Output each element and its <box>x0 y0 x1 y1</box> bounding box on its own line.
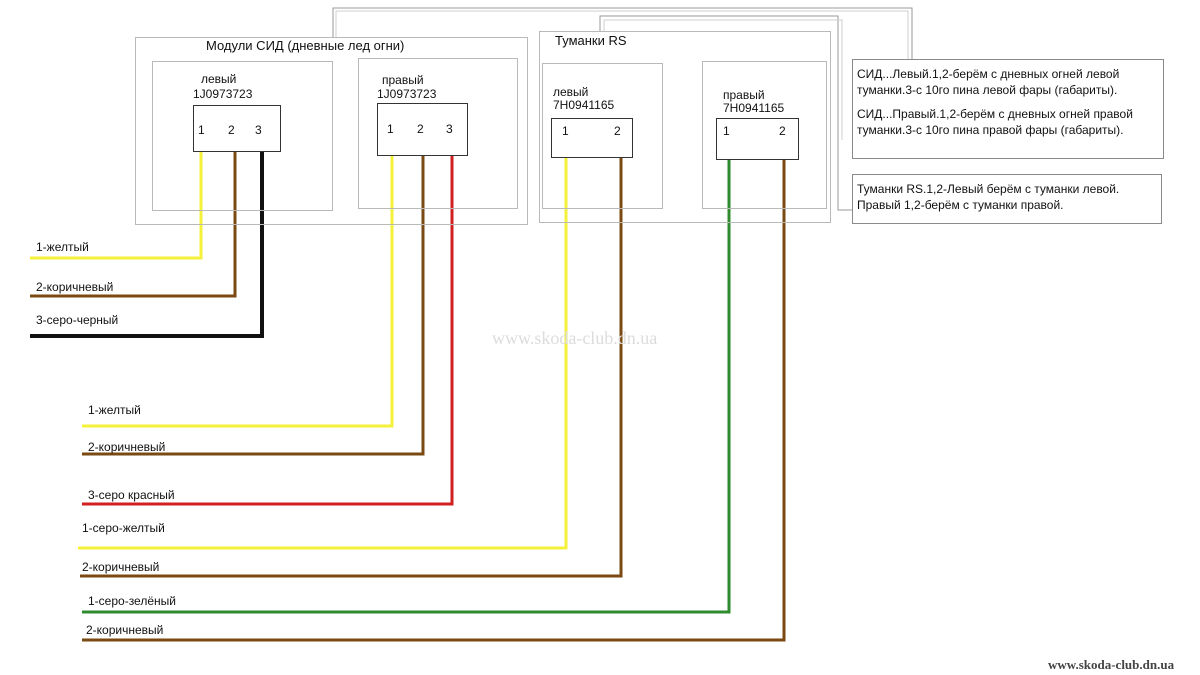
led-modules-group <box>135 37 528 225</box>
wire-led-left-1 <box>30 152 203 260</box>
led-left-pin-2: 2 <box>228 123 235 137</box>
note-led-right-line1: СИД...Правый.1,2-берём с дневных огней п… <box>857 107 1133 121</box>
led-left-part: 1J0973723 <box>193 87 253 101</box>
fog-right-pin-1: 1 <box>723 124 730 138</box>
wire-label-led-left-1: 1-желтый <box>36 240 89 254</box>
led-right-pin-1: 1 <box>387 122 394 136</box>
led-left-pin-3: 3 <box>255 123 262 137</box>
wire-fog-right-2 <box>82 160 786 642</box>
led-notes-box: СИД...Левый.1,2-берём с дневных огней ле… <box>852 59 1164 159</box>
group-link-line <box>603 19 843 140</box>
note-fog-line1: Туманки RS.1,2-Левый берём с туманки лев… <box>857 182 1120 196</box>
fog-right-panel <box>702 61 827 209</box>
led-left-panel <box>152 61 333 211</box>
watermark-corner: www.skoda-club.dn.ua <box>1048 657 1175 672</box>
led-left-pin-1: 1 <box>198 123 205 137</box>
fog-lights-group <box>539 31 831 223</box>
led-right-panel <box>358 58 518 209</box>
led-right-pin-2: 2 <box>417 122 424 136</box>
led-right-label: правый <box>382 73 424 87</box>
wire-label-led-left-2: 2-коричневый <box>36 280 114 294</box>
led-right-part: 1J0973723 <box>377 87 437 101</box>
wire-label-led-left-3: 3-серо-черный <box>36 313 119 327</box>
led-left-label: левый <box>201 72 237 86</box>
wire-led-right-3 <box>82 156 454 506</box>
watermark-center: www.skoda-club.dn.ua <box>492 328 658 348</box>
wire-fog-right-1 <box>82 160 731 614</box>
fog-right-label: правый <box>723 88 765 102</box>
wire-label-fog-right-2: 2-коричневый <box>86 623 164 637</box>
fog-right-connector <box>716 118 799 160</box>
wire-led-right-2 <box>82 156 425 456</box>
note-fog-line2: Правый 1,2-берём с туманки правой. <box>857 198 1064 212</box>
led-right-pin-3: 3 <box>446 122 453 136</box>
led-group-title: Модули СИД (дневные лед огни) <box>206 38 405 53</box>
note-led-left-line1: СИД...Левый.1,2-берём с дневных огней ле… <box>857 67 1120 81</box>
fog-left-part: 7H0941165 <box>553 98 615 112</box>
led-right-connector <box>377 103 468 156</box>
group-link-line <box>599 15 852 211</box>
wire-led-right-1 <box>82 156 394 428</box>
wire-fog-left-2 <box>80 158 623 578</box>
fog-notes-box: Туманки RS.1,2-Левый берём с туманки лев… <box>852 174 1162 224</box>
wire-label-fog-left-1: 1-серо-желтый <box>82 521 165 535</box>
wire-fog-left-1 <box>78 158 568 550</box>
fog-left-pin-2: 2 <box>614 124 621 138</box>
wire-label-fog-right-1: 1-серо-зелёный <box>88 594 176 608</box>
note-led-left-line2: туманки.3-с 10го пина левой фары (габари… <box>857 83 1118 97</box>
wire-label-led-right-1: 1-желтый <box>88 403 141 417</box>
wire-led-left-2 <box>30 152 237 298</box>
fog-right-part: 7H0941165 <box>723 101 785 115</box>
fog-left-connector <box>551 118 633 158</box>
led-left-connector <box>193 105 281 152</box>
fog-left-panel <box>542 63 663 209</box>
fog-group-title: Туманки RS <box>555 33 627 48</box>
wire-label-led-right-3: 3-серо красный <box>88 488 175 502</box>
fog-right-pin-2: 2 <box>779 124 786 138</box>
wire-label-led-right-2: 2-коричневый <box>88 440 166 454</box>
note-led-right-line2: туманки.3-с 10го пина правой фары (габар… <box>857 123 1124 137</box>
group-link-line <box>332 7 913 59</box>
group-link-line <box>335 10 909 59</box>
fog-left-label: левый <box>553 85 589 99</box>
fog-left-pin-1: 1 <box>562 124 569 138</box>
wire-led-left-3 <box>30 152 264 338</box>
wire-label-fog-left-2: 2-коричневый <box>82 560 160 574</box>
